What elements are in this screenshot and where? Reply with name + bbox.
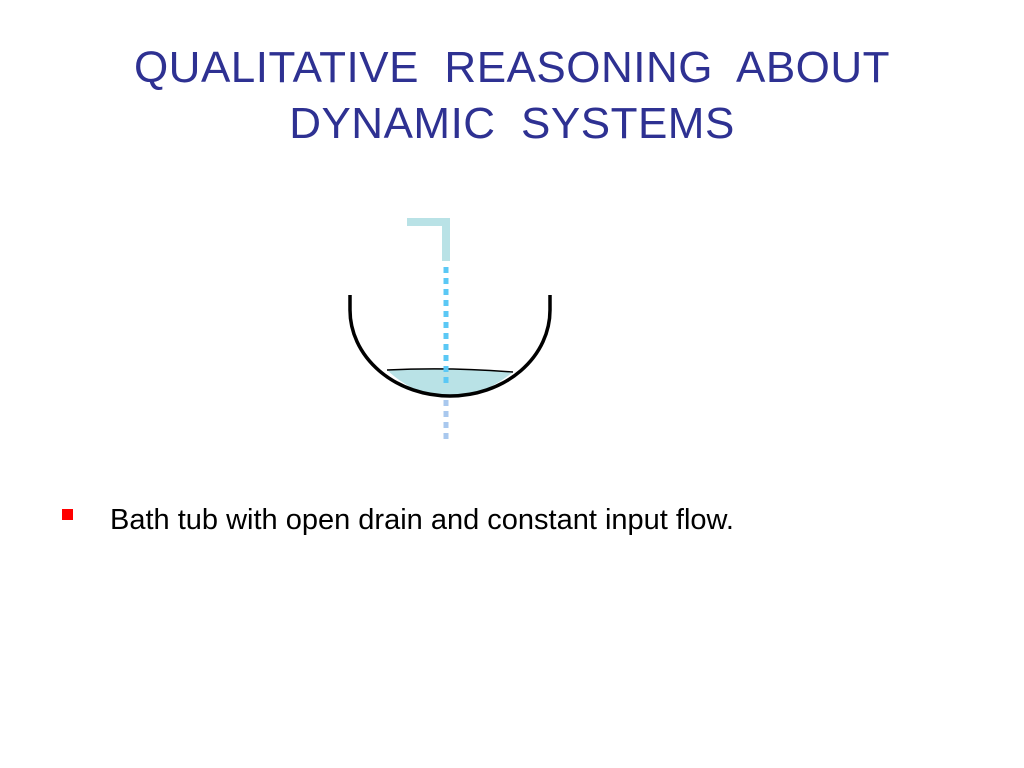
square-bullet-icon xyxy=(62,509,73,520)
slide-title-line-1: QUALITATIVE REASONING ABOUT xyxy=(133,43,891,92)
slide-title: QUALITATIVE REASONING ABOUT DYNAMIC SYST… xyxy=(0,40,1024,152)
water xyxy=(387,368,513,397)
faucet xyxy=(407,218,450,261)
tub xyxy=(348,295,552,398)
slide-title-line-2: DYNAMIC SYSTEMS xyxy=(289,99,735,148)
bathtub-diagram xyxy=(348,218,552,439)
water-surface xyxy=(386,368,514,373)
bullet-list: Bath tub with open drain and constant in… xyxy=(62,500,734,540)
bullet-item: Bath tub with open drain and constant in… xyxy=(62,500,734,540)
bullet-text: Bath tub with open drain and constant in… xyxy=(110,504,734,536)
